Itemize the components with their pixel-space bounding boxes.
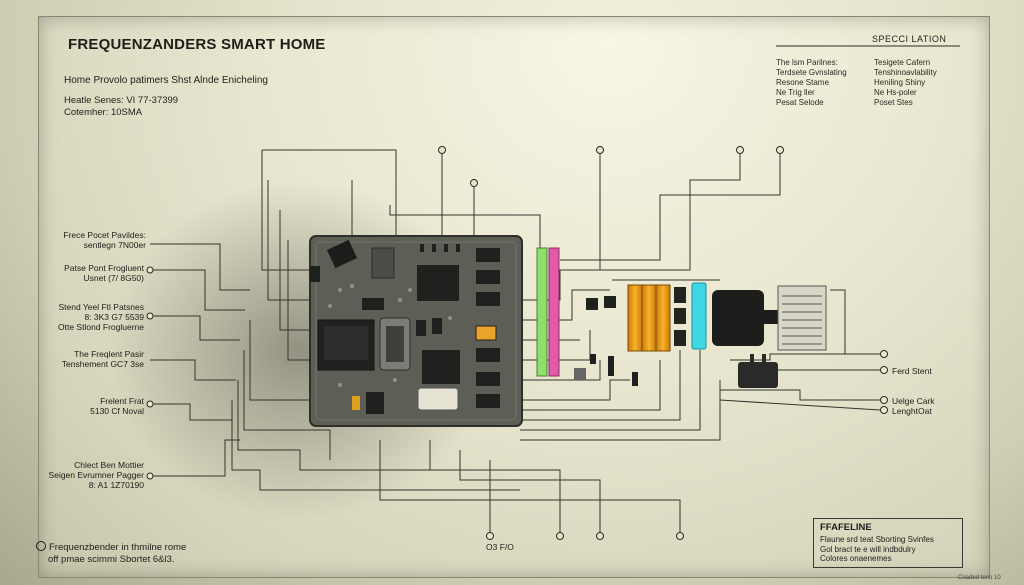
terminal-nodes [146, 146, 888, 540]
footer-note: Frequenzbender in thmilne rome off pmae … [36, 541, 186, 566]
legend-box: FFAFELINE Flaune srd teat Sborting Svinf… [813, 518, 963, 568]
gear-icon [36, 541, 46, 551]
capacitor-icon [574, 296, 638, 386]
callout-right-2: Uelge Cark [892, 396, 935, 406]
connector-icon [712, 290, 778, 388]
cyan-module [691, 282, 707, 350]
wire-traces [150, 149, 881, 536]
spec-heading: SPECCI LATION [872, 34, 947, 44]
container-info: Cotemher: 10SMA [64, 107, 143, 118]
callout-right-1: Ferd Stent [892, 366, 932, 376]
series-info: Heatle Senes: VI 77-37399 [64, 95, 179, 106]
main-circuit-board [309, 235, 523, 427]
legend-title: FFAFELINE [820, 522, 872, 533]
indicator-strip [536, 247, 560, 377]
spec-column-left: The lsm Parilnes:Terdsete Gvnslating Res… [776, 58, 847, 107]
battery-icon [627, 284, 671, 352]
chip-icon [317, 319, 375, 371]
solar-panel-icon [777, 285, 827, 351]
callout-left-1: Frece Pocet Pavildes:sentlegn 7N00er [63, 230, 146, 250]
callout-bottom-1: O3 F/O [486, 542, 514, 552]
corner-note: Coaded terio 10 [958, 575, 1001, 581]
page-title: FREQUENZANDERS SMART HOME [68, 36, 326, 53]
callout-right-3: LenghtOat [892, 406, 932, 416]
page-subtitle: Home Provolo patimers Shst Alnde Enichel… [64, 75, 268, 86]
